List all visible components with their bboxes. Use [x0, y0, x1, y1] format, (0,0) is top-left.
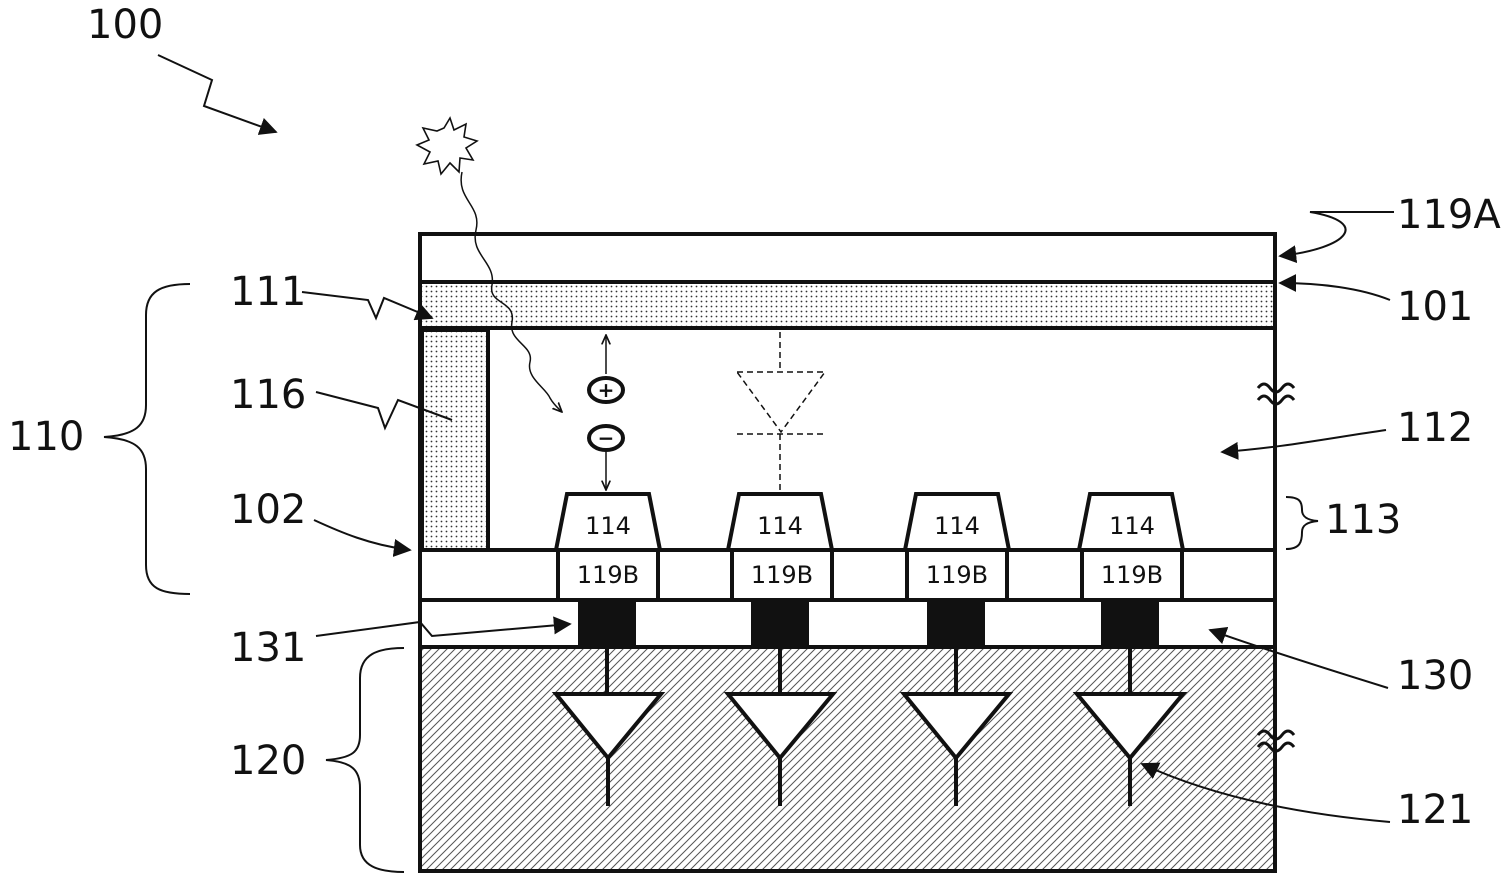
side-wall-116 — [420, 328, 490, 552]
bond-contact-131 — [927, 602, 985, 646]
brace-113 — [1285, 496, 1319, 550]
svg-text:+: + — [598, 378, 615, 402]
leader-119a — [1278, 211, 1394, 264]
label-113: 113 — [1325, 497, 1401, 543]
contact-119b — [556, 548, 660, 602]
label-131: 131 — [230, 625, 306, 671]
leader-112 — [1220, 429, 1387, 460]
break-symbol-icon — [1256, 382, 1296, 406]
label-120: 120 — [230, 738, 306, 784]
leader-111 — [301, 291, 434, 321]
label-111: 111 — [230, 269, 306, 315]
photon-path-icon — [460, 171, 562, 412]
electrode-label: 114 — [757, 512, 803, 540]
label-121: 121 — [1397, 787, 1473, 833]
label-101: 101 — [1397, 284, 1473, 330]
contact-label: 119B — [1101, 561, 1163, 589]
figure-number: 100 — [87, 2, 163, 48]
pixel-column-1: 114 119B — [551, 492, 666, 806]
svg-text:−: − — [598, 426, 615, 450]
amplifier-triangle-icon — [723, 692, 838, 762]
leader-131 — [315, 616, 572, 638]
starburst-icon — [415, 116, 479, 176]
pixel-column-2: 114 119B — [723, 492, 838, 806]
pixel-column-4: 114 119B — [1072, 492, 1188, 806]
label-130: 130 — [1397, 653, 1473, 699]
wavy-arrow-icon — [157, 54, 278, 135]
hole-charge-icon: + — [587, 376, 625, 404]
bond-contact-131 — [751, 602, 809, 646]
contact-119b — [730, 548, 834, 602]
contact-label: 119B — [926, 561, 988, 589]
contact-119b — [905, 548, 1009, 602]
label-102: 102 — [230, 487, 306, 533]
electrode-label: 114 — [585, 512, 631, 540]
leader-101 — [1278, 274, 1391, 301]
brace-110 — [103, 283, 191, 595]
amplifier-triangle-icon — [551, 692, 666, 762]
upper-layer-111 — [418, 280, 1277, 330]
electrode-label: 114 — [934, 512, 980, 540]
amplifier-triangle-icon — [899, 692, 1014, 762]
bond-contact-131 — [1101, 602, 1159, 646]
brace-120 — [325, 647, 405, 873]
contact-label: 119B — [577, 561, 639, 589]
bond-contact-131 — [578, 602, 636, 646]
label-119a: 119A — [1397, 192, 1501, 238]
label-110: 110 — [8, 414, 84, 460]
diode-symbol-icon — [735, 332, 827, 492]
contact-label: 119B — [751, 561, 813, 589]
leader-121 — [1140, 762, 1391, 823]
circuit-layer-120 — [418, 645, 1277, 873]
label-112: 112 — [1397, 405, 1473, 451]
amplifier-triangle-icon — [1072, 692, 1188, 762]
electrode-label: 114 — [1109, 512, 1155, 540]
top-layer-119a — [418, 232, 1277, 284]
contact-119b — [1080, 548, 1184, 602]
leader-116 — [315, 391, 453, 431]
pixel-column-3: 114 119B — [899, 492, 1014, 806]
leader-102 — [313, 519, 412, 557]
leader-130 — [1208, 627, 1389, 689]
break-symbol-icon — [1256, 729, 1296, 753]
electron-charge-icon: − — [587, 424, 625, 452]
label-116: 116 — [230, 372, 306, 418]
